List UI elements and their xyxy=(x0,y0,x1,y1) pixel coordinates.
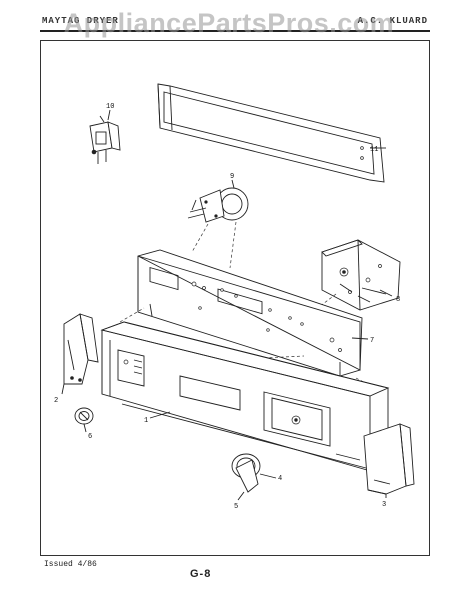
callout-5: 5 xyxy=(234,503,238,511)
part-10-switch xyxy=(89,109,121,164)
part-7-control-plate xyxy=(137,249,363,377)
part-6-knob xyxy=(74,407,94,433)
issued-date: Issued 4/86 xyxy=(44,560,97,569)
part-3-right-end-cap xyxy=(363,423,415,495)
page-header: MAYTAG DRYER A.C. KLUARD xyxy=(40,16,430,30)
exploded-parts-diagram: 11 10 9 8 xyxy=(54,83,415,511)
page-number: G-8 xyxy=(190,568,212,580)
part-9-pressure-switch xyxy=(187,179,249,223)
header-section-text: A.C. KLUARD xyxy=(357,16,428,26)
part-4-timer-knob xyxy=(231,453,277,493)
callout-1: 1 xyxy=(144,417,148,425)
header-model-text: MAYTAG DRYER xyxy=(42,16,119,26)
diagram-frame xyxy=(40,40,430,556)
watermark-logo: AppliancePartsPros.com xyxy=(63,8,395,38)
part-2-left-end-cap xyxy=(61,313,99,395)
part-8-timer xyxy=(321,239,401,311)
callout-8: 8 xyxy=(396,296,400,304)
header-rule xyxy=(40,30,430,32)
callout-4: 4 xyxy=(278,475,282,483)
part-11-rear-cover xyxy=(157,83,386,183)
callout-2: 2 xyxy=(54,397,58,405)
callout-6: 6 xyxy=(88,433,92,441)
callout-9: 9 xyxy=(230,173,234,181)
callout-10: 10 xyxy=(106,103,114,111)
callout-3: 3 xyxy=(382,501,386,509)
callout-7: 7 xyxy=(370,337,374,345)
callout-11: 11 xyxy=(370,146,378,154)
